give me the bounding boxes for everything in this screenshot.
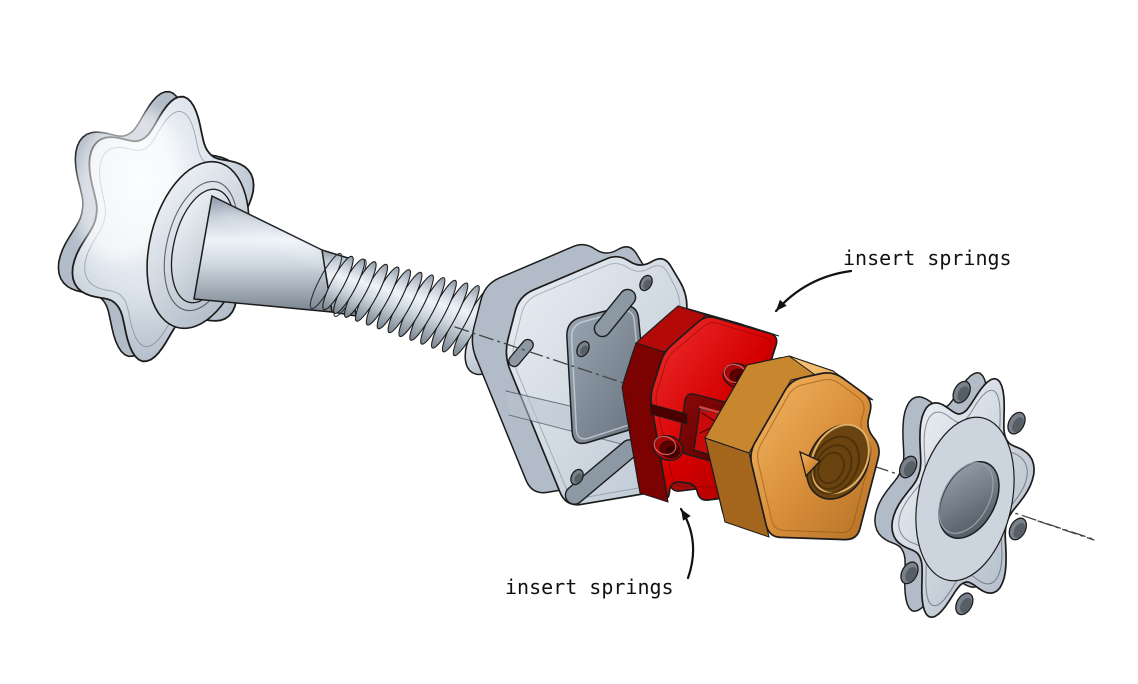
annotation-insert-springs-top: insert springs: [843, 246, 1012, 270]
annotation-insert-springs-bottom: insert springs: [505, 575, 674, 599]
arrow-insert-springs-bottom: [679, 507, 695, 580]
arrow-insert-springs-top: [774, 269, 853, 313]
part-star-knob-with-threaded-stud: [57, 90, 514, 376]
part-lobed-flange-plate: [874, 371, 1035, 619]
part-threaded-nut-block: [704, 355, 880, 541]
centerline-tail: [1037, 520, 1095, 541]
